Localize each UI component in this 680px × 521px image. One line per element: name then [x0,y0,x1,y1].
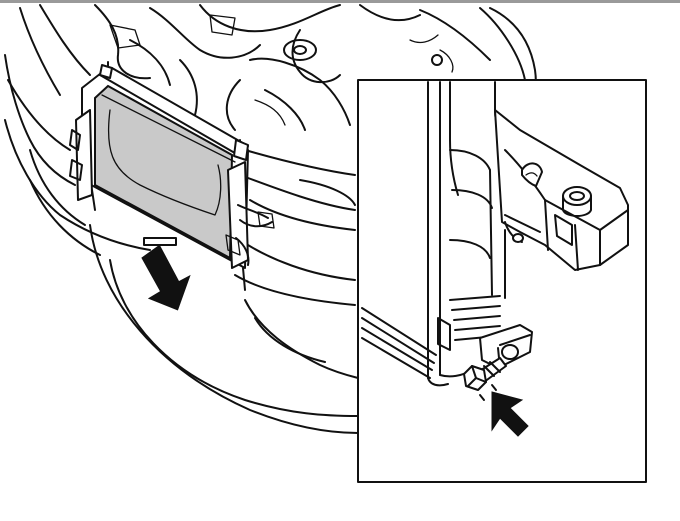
inset-bracket [494,109,629,271]
front-bumper [4,54,356,306]
inset-radiator-edge [361,307,437,379]
top-border [0,0,680,3]
bolt [463,357,507,401]
removal-arrow [141,237,191,311]
engine-bay [19,4,537,131]
radiator-assembly [69,61,275,291]
pointer-arrow [491,391,529,437]
detail-inset [357,79,647,483]
inset-lower-mount [479,324,533,369]
body-contour [89,224,359,434]
